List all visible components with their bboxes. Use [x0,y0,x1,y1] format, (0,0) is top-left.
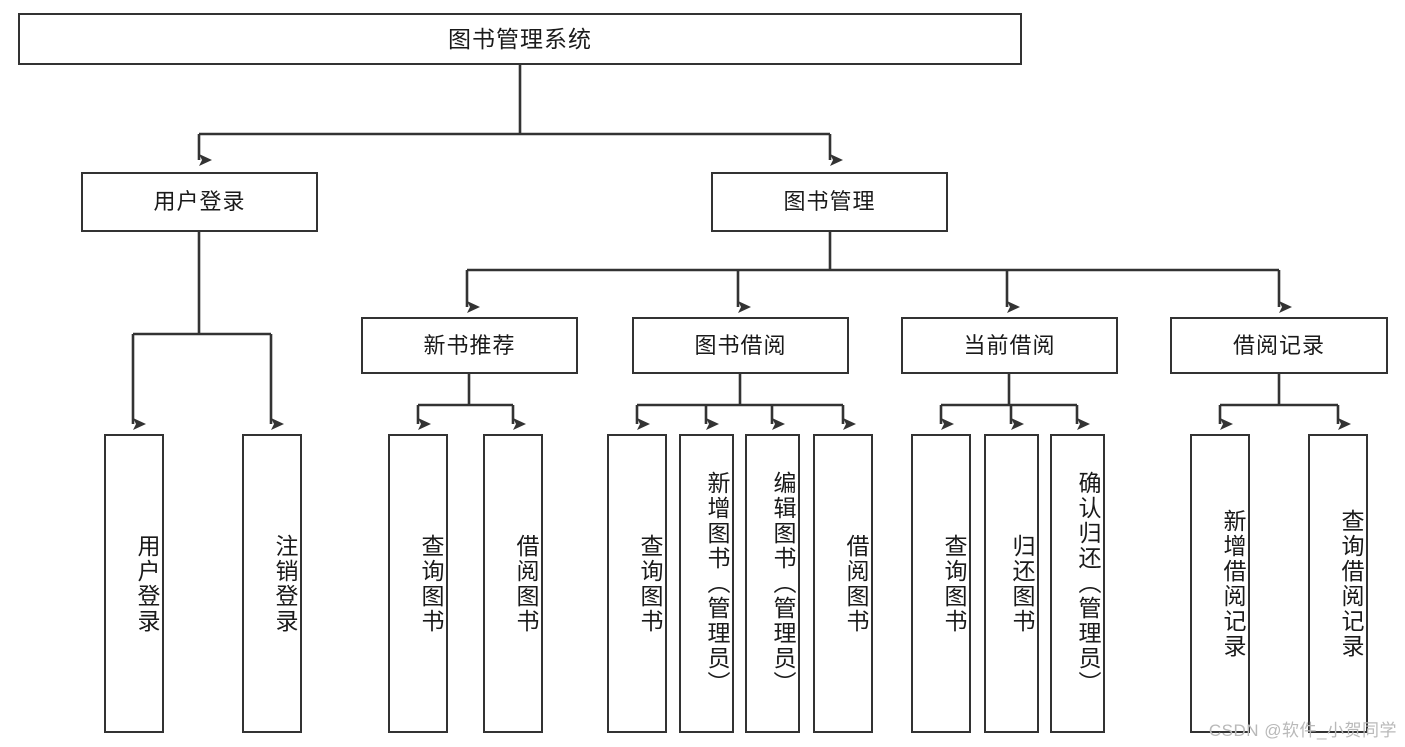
node-book-borrow-label: 图书借阅 [694,332,787,358]
node-leaf-return-book[interactable]: 归还图书 [984,434,1039,733]
node-leaf-confirm-return-label: 确认归还（管理员） [1075,471,1101,696]
node-leaf-user-login-label: 用户登录 [134,533,160,634]
node-leaf-user-login[interactable]: 用户登录 [104,434,164,733]
node-borrow-record-label: 借阅记录 [1232,332,1325,358]
node-new-book-recommend[interactable]: 新书推荐 [361,317,578,374]
node-leaf-confirm-return[interactable]: 确认归还（管理员） [1050,434,1105,733]
node-new-book-recommend-label: 新书推荐 [423,332,516,358]
node-book-borrow[interactable]: 图书借阅 [632,317,849,374]
node-leaf-logout-label: 注销登录 [272,533,298,634]
node-leaf-borrow-book-2-label: 借阅图书 [843,533,869,634]
node-book-manage-label: 图书管理 [783,189,876,215]
node-leaf-borrow-book-1[interactable]: 借阅图书 [483,434,543,733]
node-leaf-logout[interactable]: 注销登录 [242,434,302,733]
node-leaf-borrow-book-1-label: 借阅图书 [513,533,539,634]
node-leaf-query-book-2-label: 查询图书 [637,533,663,634]
node-leaf-add-book-label: 新增图书（管理员） [704,471,730,696]
node-leaf-return-book-label: 归还图书 [1009,533,1035,634]
node-borrow-record[interactable]: 借阅记录 [1170,317,1388,374]
node-leaf-add-record[interactable]: 新增借阅记录 [1190,434,1250,733]
node-leaf-query-record-label: 查询借阅记录 [1338,508,1364,659]
csdn-watermark: CSDN @软件_小贺同学 [1208,721,1397,740]
node-root[interactable]: 图书管理系统 [18,13,1022,65]
node-leaf-query-record[interactable]: 查询借阅记录 [1308,434,1368,733]
node-user-login[interactable]: 用户登录 [81,172,318,232]
node-current-borrow-label: 当前借阅 [963,332,1056,358]
node-leaf-edit-book[interactable]: 编辑图书（管理员） [745,434,800,733]
node-current-borrow[interactable]: 当前借阅 [901,317,1118,374]
node-leaf-borrow-book-2[interactable]: 借阅图书 [813,434,873,733]
node-book-manage[interactable]: 图书管理 [711,172,948,232]
node-leaf-add-record-label: 新增借阅记录 [1220,508,1246,659]
node-leaf-query-book-2[interactable]: 查询图书 [607,434,667,733]
node-leaf-query-book-1-label: 查询图书 [418,533,444,634]
node-leaf-query-book-3-label: 查询图书 [941,533,967,634]
node-user-login-label: 用户登录 [153,189,246,215]
node-leaf-query-book-1[interactable]: 查询图书 [388,434,448,733]
node-leaf-add-book[interactable]: 新增图书（管理员） [679,434,734,733]
node-root-label: 图书管理系统 [448,25,592,52]
node-leaf-edit-book-label: 编辑图书（管理员） [770,471,796,696]
node-leaf-query-book-3[interactable]: 查询图书 [911,434,971,733]
